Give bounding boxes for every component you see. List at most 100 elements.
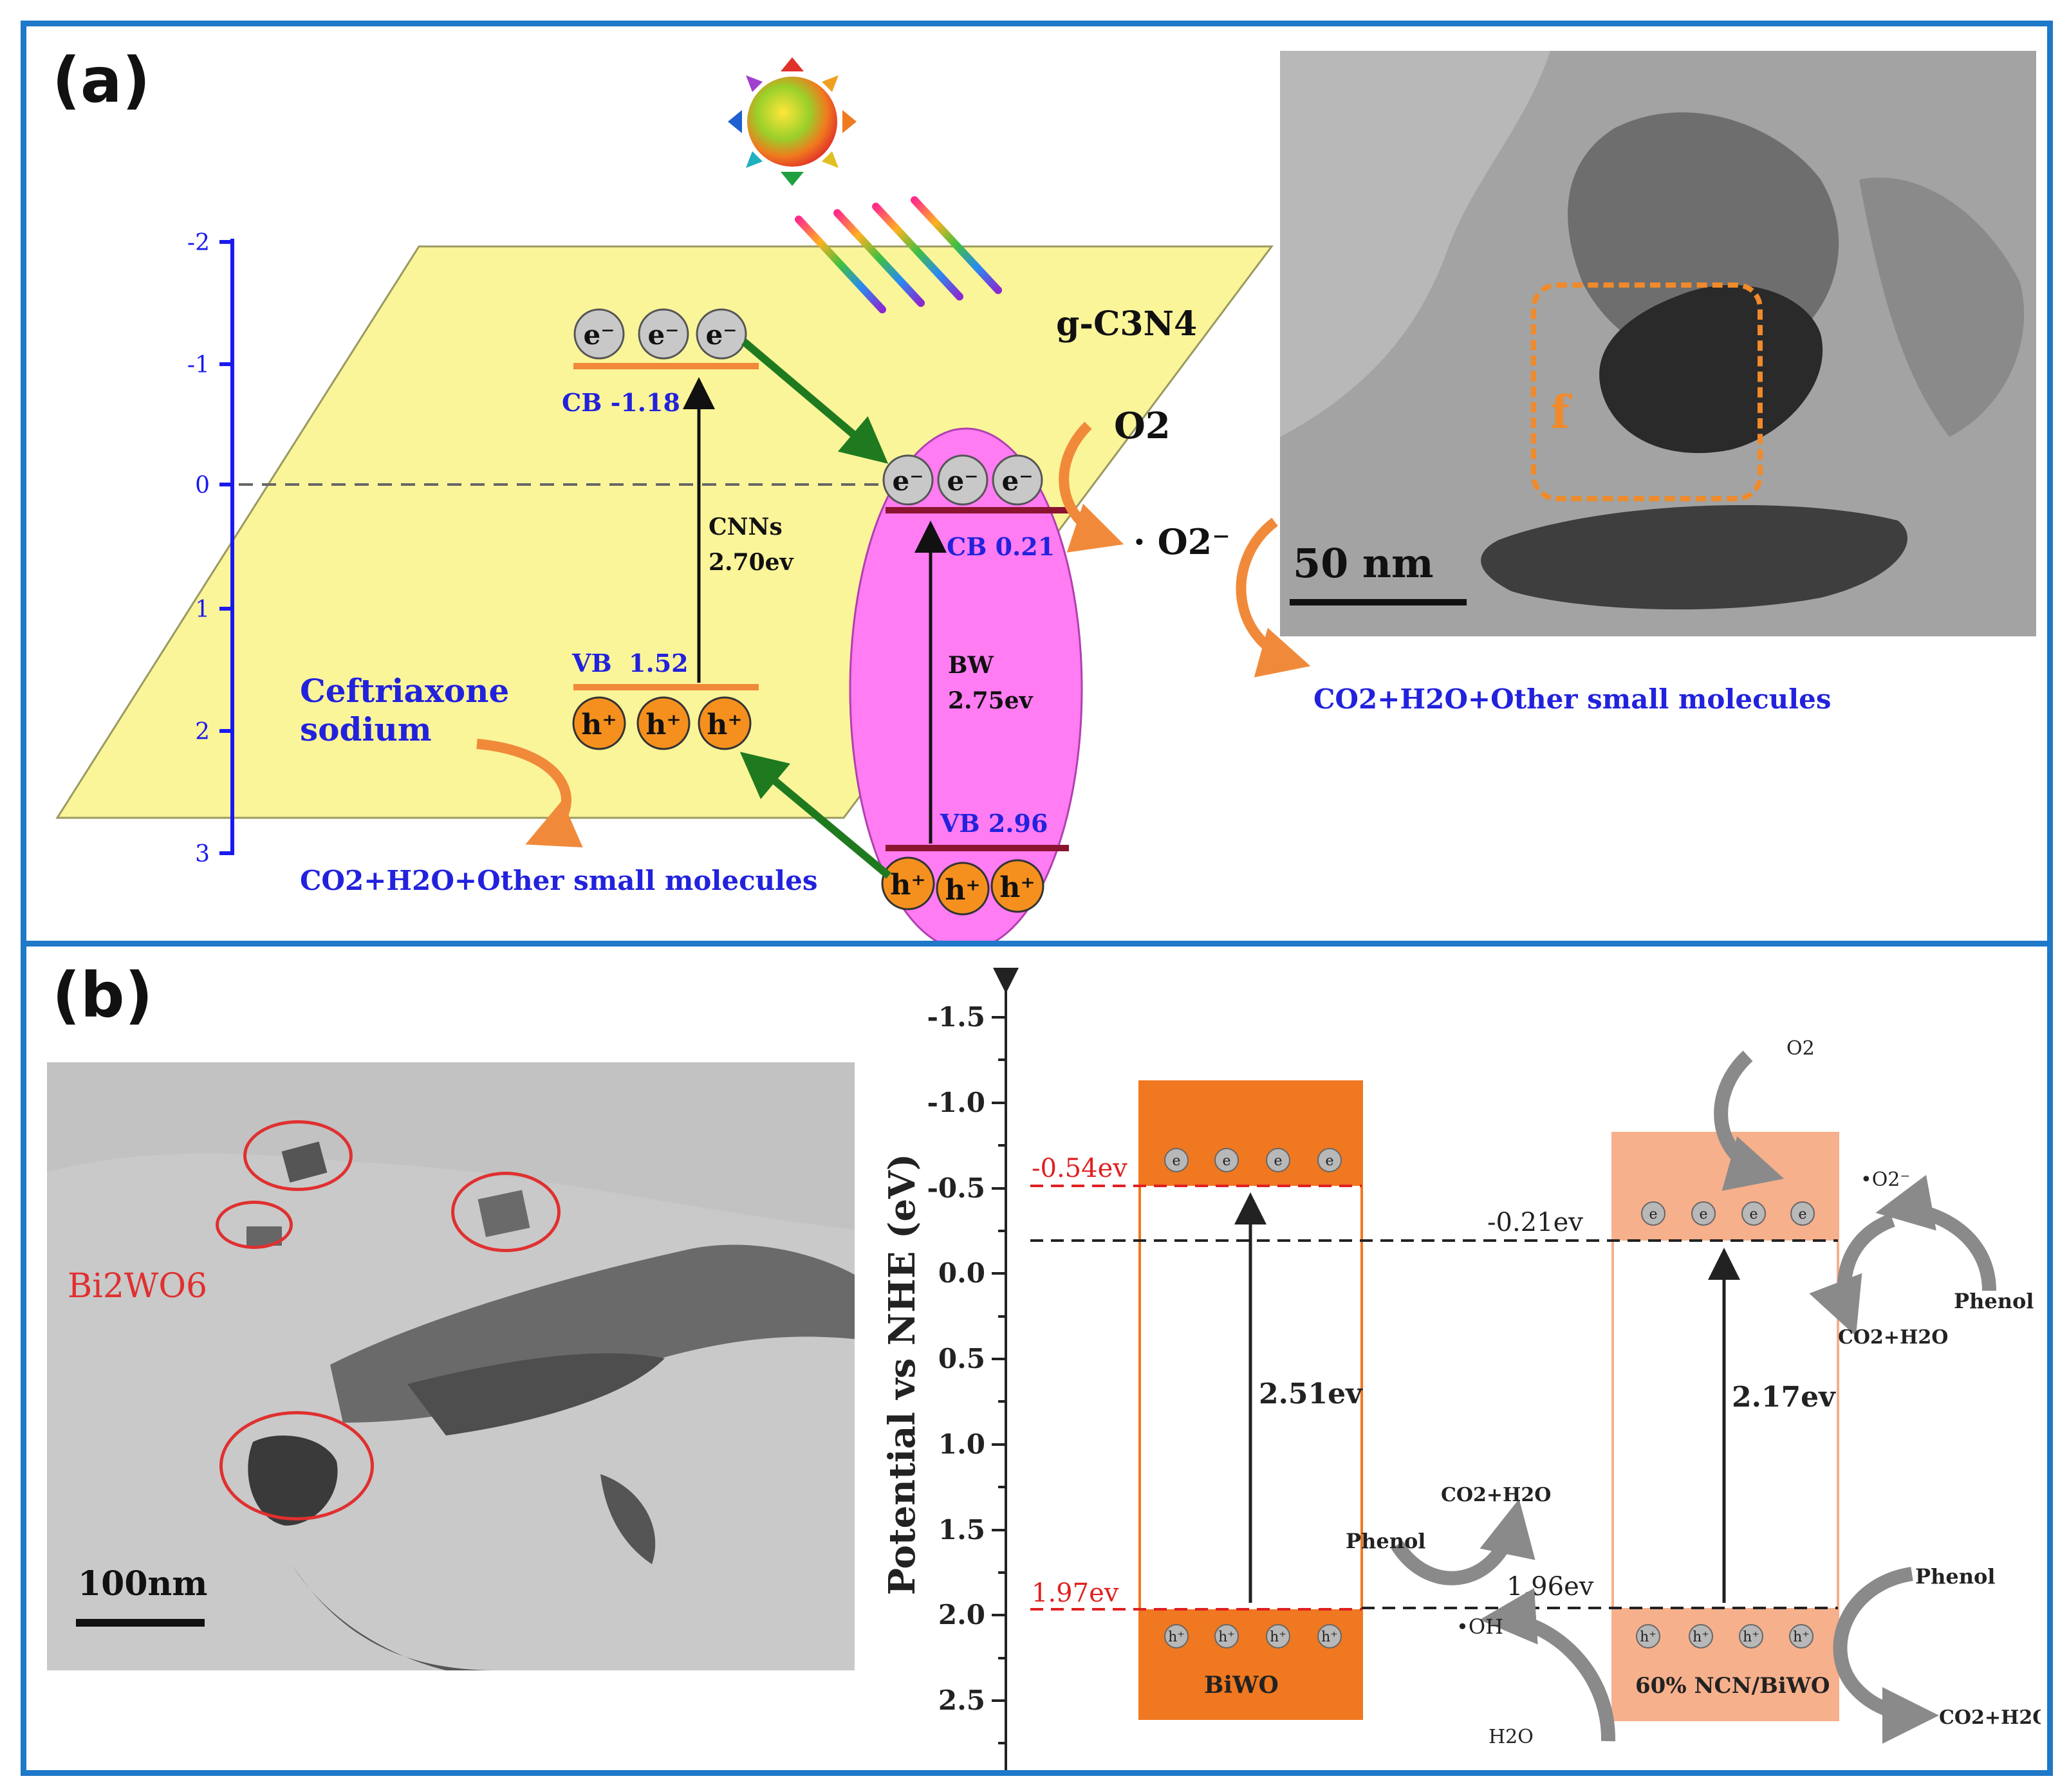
biwo-holes: h⁺ h⁺ h⁺ h⁺ [1164,1624,1342,1649]
electron-label: e [1274,1153,1282,1169]
hole-transfer-arrow [739,752,891,879]
phenol-label: Phenol [1346,1529,1425,1553]
tem-image-b: Bi2WO6 100nm [47,1062,855,1670]
co2h2o-label: CO2+H2O [1939,1706,2041,1729]
hole-phenol-arrow [1833,1567,1939,1744]
products-left: CO2+H2O+Other small molecules [300,865,818,896]
ncn-electrons: e e e e [1641,1201,1815,1226]
axis-tick: 2 [195,719,210,745]
hole-label: h⁺ [581,708,617,741]
cnn-gap-value: 2.70ev [709,549,794,576]
hole-label: h⁺ [707,708,742,741]
biwo-name: BiWO [1204,1672,1279,1699]
hole-label: h⁺ [1693,1629,1709,1645]
o2-reduction-arrow [1714,1050,1785,1191]
particle-circle [219,1411,374,1520]
particle-circle [243,1120,353,1191]
tem-scale-label-b: 100nm [78,1564,208,1603]
panel-a: (a) [21,21,2053,947]
hole-label: h⁺ [1218,1629,1235,1645]
biwo-gap: 2.51ev [1259,1378,1363,1410]
electron-label: e [1699,1206,1707,1223]
ncn-vb-level: 1.96ev [1507,1572,1594,1602]
electron-label: e⁻ [1002,465,1034,497]
co2h2o-label: CO2+H2O [1838,1326,1948,1349]
bw-ellipse [849,427,1083,941]
degradation-arrow-right [1236,517,1311,678]
electron-label: e [1325,1153,1333,1169]
tem-scale-label-a: 50 nm [1293,540,1434,587]
electron-label: e⁻ [584,319,615,351]
co2h2o-label: CO2+H2O [1441,1484,1551,1506]
tem-marker-box [1531,282,1763,501]
phenol-degradation-arrow-top [1809,1213,1896,1336]
bw-holes: h⁺ h⁺ h⁺ [881,856,1044,916]
y-tick-label: 2.5 [938,1685,985,1716]
electron-label: e⁻ [648,319,680,351]
axis-tick: -1 [187,352,210,378]
material-label: g-C3N4 [1056,304,1197,344]
y-tick-label: 0.5 [938,1343,985,1374]
electron-label: e [1222,1153,1230,1169]
o2-reduction-arrow [1059,421,1124,553]
y-tick-label: -1.5 [927,1001,985,1033]
axis-tick: 0 [195,472,210,499]
electron-label: e⁻ [893,465,924,497]
pollutant-line1: Ceftriaxone [300,672,509,710]
electron-label: e⁻ [706,319,738,351]
cnn-cb-label: CB -1.18 [562,388,680,417]
panel-a-label: (a) [52,44,151,116]
hole-label: h⁺ [945,874,980,907]
axis-tick: 1 [195,596,210,623]
bi2wo6-label: Bi2WO6 [68,1267,208,1306]
sun-icon [728,57,857,186]
bw-electrons: e⁻ e⁻ e⁻ [882,454,1043,506]
y-axis-ticks [992,1016,1006,1744]
panel-b-label: (b) [52,959,153,1031]
ncn-name: 60% NCN/BiWO [1635,1673,1830,1699]
y-tick-label: 1.0 [938,1428,985,1460]
tem-image-a: f 50 nm [1280,51,2036,636]
particle-circle [451,1172,561,1252]
gcn-plane [55,245,1274,819]
cnn-vb-label: VB 1.52 [571,649,689,678]
hole-label: h⁺ [645,708,681,741]
pollutant-line2: sodium [300,710,432,748]
axis-tick: 3 [195,841,210,867]
cnn-electrons: e⁻ e⁻ e⁻ [573,308,747,360]
o2-label: O2 [1786,1037,1815,1060]
electron-label: e [1749,1206,1758,1223]
cnn-holes: h⁺ h⁺ h⁺ [572,696,752,750]
light-rays-icon [795,196,1002,313]
hole-label: h⁺ [890,869,925,901]
h2o-oxidation-arrow [1480,1588,1616,1742]
o2-label: O2 [1114,405,1171,447]
panel-b: (b) Bi2WO6 100nm [21,941,2053,1776]
y-tick-label: 2.0 [938,1599,985,1630]
tem-marker-label: f [1550,385,1570,439]
hole-label: h⁺ [1168,1629,1185,1645]
hole-label: h⁺ [1640,1629,1656,1645]
tem-scale-bar-a [1290,599,1467,605]
tem-scale-bar-b [76,1619,205,1627]
bw-gap-value: 2.75ev [948,687,1034,714]
electron-transfer-arrow [741,338,889,464]
biwo-cb-level: -0.54ev [1032,1154,1127,1183]
products-right: CO2+H2O+Other small molecules [1313,683,1832,715]
cnn-gap-name: CNNs [709,513,783,540]
hole-label: h⁺ [1793,1629,1810,1645]
y-tick-label: -0.5 [927,1172,985,1204]
ncn-cb-level: -0.21ev [1487,1208,1583,1237]
hole-label: h⁺ [999,871,1035,904]
phenol-label: Phenol [1954,1289,2034,1313]
axis-tick: -2 [187,230,210,256]
superoxide-to-phenol-arrow [1875,1174,1996,1291]
electron-label: e [1172,1153,1180,1169]
biwo-vb-level: 1.97ev [1032,1578,1119,1608]
ncn-holes: h⁺ h⁺ h⁺ h⁺ [1636,1624,1814,1649]
electron-label: e⁻ [947,465,979,497]
phenol-label: Phenol [1915,1564,1995,1589]
hole-label: h⁺ [1270,1629,1286,1645]
panel-a-diagram: -2 -1 0 1 2 3 g-C3N4 [55,57,1832,941]
y-tick-label: 0.0 [938,1257,985,1289]
